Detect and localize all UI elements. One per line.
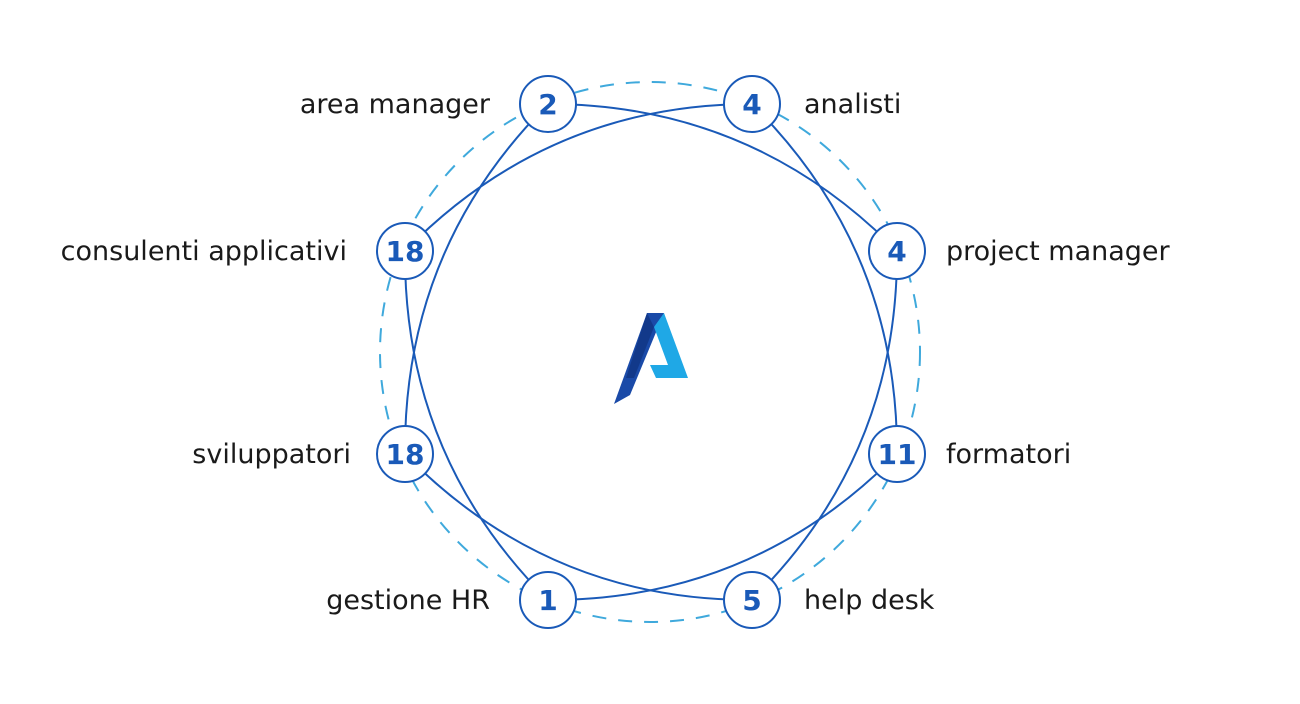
node-project-manager: 4 project manager (868, 222, 1171, 280)
node-label: project manager (946, 236, 1171, 267)
node-label: formatori (946, 439, 1071, 470)
link-gestione-hr-consulenti-applicativi (403, 250, 549, 601)
node-gestione-hr: 1 gestione HR (326, 571, 577, 629)
dashed-ring (379, 81, 921, 623)
node-area-manager: 2 area manager (300, 75, 577, 133)
links-layer (403, 103, 899, 602)
node-value: 2 (538, 88, 557, 121)
node-label: analisti (804, 89, 901, 120)
node-value: 11 (878, 438, 917, 471)
node-value: 18 (386, 235, 425, 268)
link-analisti-consulenti-applicativi (404, 103, 753, 252)
node-circle (723, 75, 781, 133)
node-circle (376, 222, 434, 280)
node-circle (519, 75, 577, 133)
node-label: sviluppatori (192, 439, 351, 470)
node-value: 1 (538, 584, 557, 617)
node-circle (868, 222, 926, 280)
node-label: area manager (300, 89, 491, 120)
link-area-manager-sviluppatori (403, 103, 549, 455)
link-help-desk-sviluppatori (404, 453, 753, 602)
link-formatori-gestione-hr (547, 453, 898, 602)
node-label: consulenti applicativi (61, 236, 347, 267)
node-label: help desk (804, 585, 935, 616)
node-help-desk: 5 help desk (723, 571, 935, 629)
logo-right-stroke (650, 313, 688, 378)
node-analisti: 4 analisti (723, 75, 901, 133)
node-value: 5 (742, 584, 761, 617)
node-circle (376, 425, 434, 483)
letter-a-logo-icon (614, 313, 688, 404)
node-circle (868, 425, 926, 483)
node-value: 4 (742, 88, 761, 121)
link-area-manager-project-manager (547, 103, 898, 252)
logo-shadow (626, 313, 654, 378)
node-sviluppatori: 18 sviluppatori (192, 425, 434, 483)
node-consulenti-applicativi: 18 consulenti applicativi (61, 222, 434, 280)
node-circle (723, 571, 781, 629)
node-formatori: 11 formatori (868, 425, 1071, 483)
node-value: 4 (887, 235, 906, 268)
node-circle (519, 571, 577, 629)
node-label: gestione HR (326, 585, 490, 616)
link-analisti-formatori (751, 103, 899, 455)
link-project-manager-help-desk (751, 250, 899, 601)
node-value: 18 (386, 438, 425, 471)
